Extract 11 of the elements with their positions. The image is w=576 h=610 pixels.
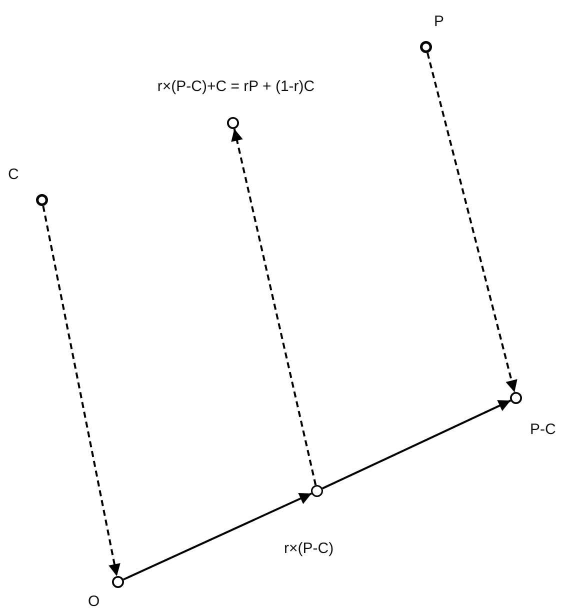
arrow	[426, 52, 518, 392]
arrow	[42, 206, 120, 576]
point-label: O	[88, 594, 100, 609]
point-label: r×(P-C)+C = rP + (1-r)C	[157, 79, 315, 94]
point-label: C	[8, 167, 19, 182]
arrow	[322, 400, 511, 490]
arrow	[123, 492, 312, 580]
point-label: P	[434, 14, 444, 29]
point-label: P-C	[530, 422, 556, 437]
arrow	[231, 128, 317, 486]
point-label: r×(P-C)	[284, 541, 334, 556]
